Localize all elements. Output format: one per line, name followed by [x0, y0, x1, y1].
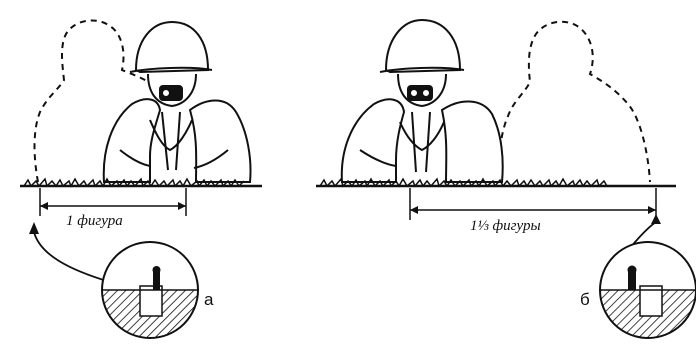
pointer-curve-a [34, 232, 110, 282]
panel-letter-b: б [580, 290, 590, 310]
measure-label-a: 1 фигура [66, 213, 123, 230]
panel-b [316, 20, 696, 340]
measure-arrow-right-b [648, 206, 656, 214]
inset-circle-a [100, 242, 200, 340]
soldier-figure-b [342, 20, 503, 182]
soldier-figure-a [104, 22, 251, 182]
measure-arrow-right-a [178, 202, 186, 210]
measure-arrow-left-a [40, 202, 48, 210]
pointer-arrowhead-a [29, 222, 39, 234]
measure-label-b: 1⅓ фигуры [470, 218, 541, 235]
dashed-figure-silhouette-b [499, 22, 650, 182]
measure-arrow-left-b [410, 206, 418, 214]
panel-letter-a: а [204, 290, 213, 310]
pointer-arrowhead-b [651, 214, 661, 224]
inset-circle-b [598, 242, 696, 340]
panel-a [20, 20, 262, 340]
